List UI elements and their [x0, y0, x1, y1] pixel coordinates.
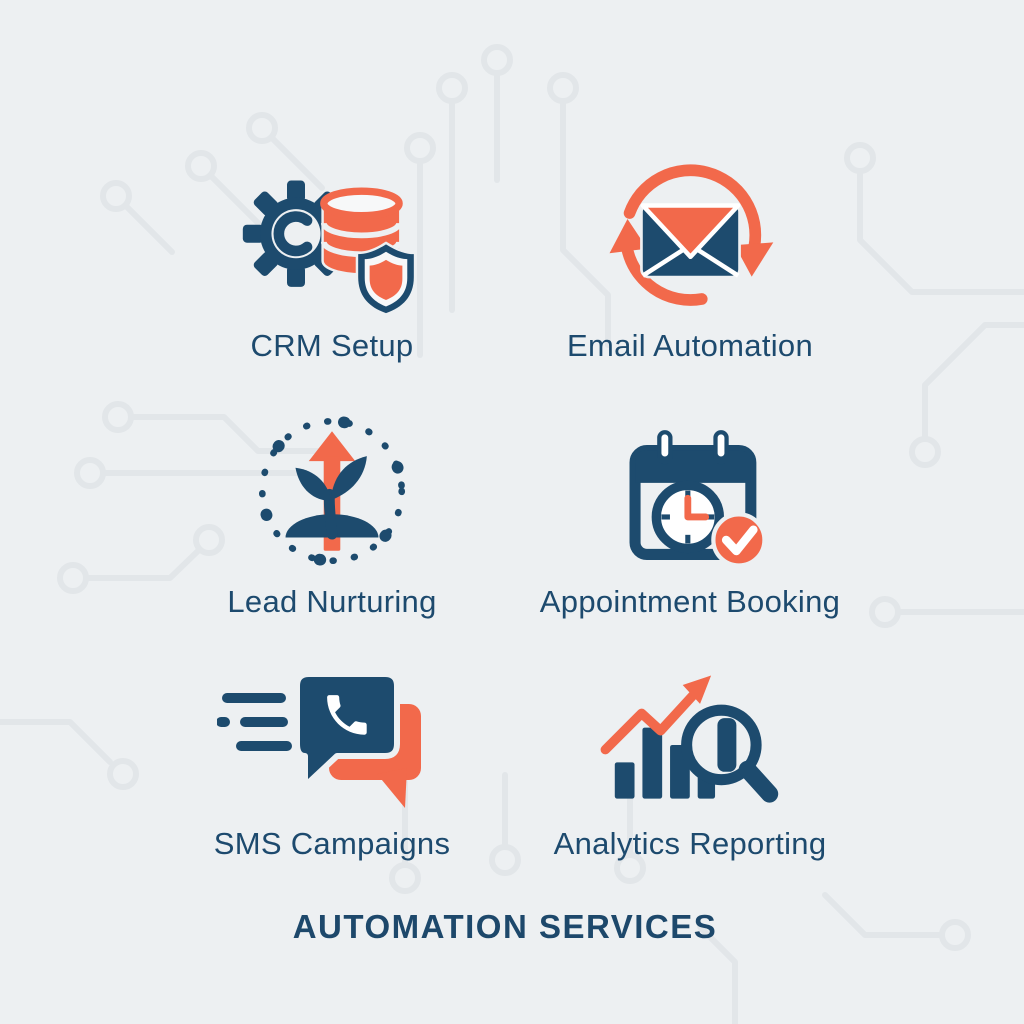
bar-chart-magnifier-icon [599, 666, 781, 816]
gear-database-shield-icon [242, 156, 422, 318]
service-label: CRM Setup [250, 328, 414, 363]
service-item-appointment-booking: Appointment Booking [490, 408, 890, 620]
envelope-sync-arrows-icon [596, 156, 785, 318]
service-label: SMS Campaigns [213, 826, 451, 861]
calendar-clock-check-icon [601, 408, 780, 574]
service-item-sms-campaigns: SMS Campaigns [132, 666, 532, 862]
service-label: Email Automation [566, 328, 814, 363]
service-item-crm-setup: CRM Setup [132, 156, 532, 364]
service-item-analytics-reporting: Analytics Reporting [490, 666, 890, 862]
service-label: Analytics Reporting [553, 826, 827, 861]
chat-bubbles-phone-icon [217, 666, 447, 816]
service-label: Appointment Booking [539, 584, 841, 619]
service-item-lead-nurturing: Lead Nurturing [132, 408, 532, 620]
sprout-growth-arrow-icon [249, 408, 415, 574]
service-item-email-automation: Email Automation [490, 156, 890, 364]
service-label: Lead Nurturing [227, 584, 437, 619]
page-title: AUTOMATION SERVICES [292, 908, 718, 945]
